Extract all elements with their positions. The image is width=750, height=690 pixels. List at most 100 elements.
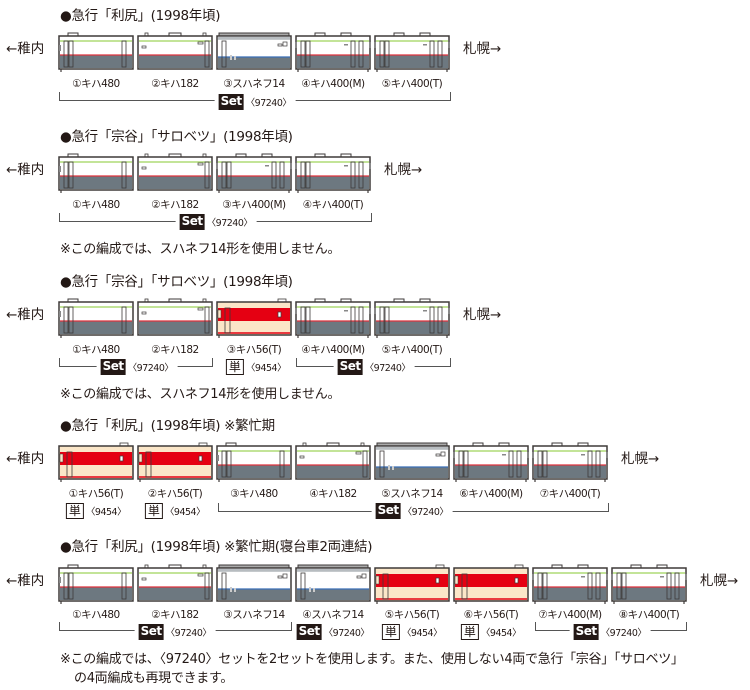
car-kiha400 xyxy=(295,32,371,72)
car-label: ⑥キハ56(T) xyxy=(463,609,519,621)
kiha400-icon xyxy=(374,298,450,338)
set-label: Set xyxy=(337,359,363,375)
car-kiha182 xyxy=(137,153,213,193)
direction-left: ←稚内 xyxy=(6,41,45,57)
car-label: ③キハ400(M) xyxy=(222,199,286,211)
car-label: ③スハネフ14 xyxy=(223,78,285,90)
car-label: ④キハ400(T) xyxy=(302,199,364,211)
kiha56-icon xyxy=(137,442,213,482)
car-kiha480 xyxy=(58,564,134,604)
set-badge: Set〈97240〉 xyxy=(96,359,178,375)
car-label: ①キハ480 xyxy=(72,78,120,90)
kiha400-icon xyxy=(453,442,529,482)
car-kiha400 xyxy=(374,32,450,72)
car-label: ③スハネフ14 xyxy=(223,609,285,621)
car-label: ⑤キハ56(T) xyxy=(384,609,440,621)
product-code: 〈97240〉 xyxy=(245,98,292,109)
note-line-2: の4両編成も再現できます。 xyxy=(74,671,234,686)
direction-right: 札幌→ xyxy=(463,307,502,323)
suhanef14-icon xyxy=(295,564,371,604)
car-label: ①キハ480 xyxy=(72,344,120,356)
car-kiha56 xyxy=(453,564,529,604)
car-label: ②キハ182 xyxy=(151,78,199,90)
kiha400-icon xyxy=(532,564,608,604)
kiha480-icon xyxy=(58,298,134,338)
kiha56-icon xyxy=(453,564,529,604)
car-kiha400 xyxy=(611,564,687,604)
product-code: 〈97240〉 xyxy=(206,218,253,229)
car-kiha182 xyxy=(137,564,213,604)
set-label: Set xyxy=(179,214,205,230)
car-kiha480 xyxy=(58,153,134,193)
suhanef14-icon xyxy=(216,32,292,72)
set-badge: Set〈97240〉 xyxy=(175,214,257,230)
car-kiha400 xyxy=(295,298,371,338)
kiha480-icon xyxy=(58,153,134,193)
car-kiha480 xyxy=(58,32,134,72)
car-kiha400 xyxy=(216,153,292,193)
kiha400-icon xyxy=(216,153,292,193)
car-kiha182 xyxy=(137,32,213,72)
section-title: ●急行「利尻」(1998年頃) ※繁忙期 xyxy=(60,418,275,434)
car-suhanef14 xyxy=(216,32,292,72)
set-label: Set xyxy=(218,94,244,110)
product-code: 〈97240〉 xyxy=(127,363,174,374)
kiha400-icon xyxy=(374,32,450,72)
car-label: ①キハ480 xyxy=(72,199,120,211)
car-label: ③キハ480 xyxy=(230,488,278,500)
car-label: ⑥キハ400(M) xyxy=(459,488,523,500)
set-badge: Set〈97240〉 xyxy=(333,359,415,375)
set-label: Set xyxy=(138,624,164,640)
single-label: 単 xyxy=(65,503,84,519)
set-badge: Set〈97240〉 xyxy=(569,624,651,640)
product-code: 〈9454〉 xyxy=(401,628,443,639)
product-code: 〈97240〉 xyxy=(402,507,449,518)
product-code: 〈97240〉 xyxy=(323,628,370,639)
kiha400-icon xyxy=(295,32,371,72)
suhanef14-icon xyxy=(374,442,450,482)
set-badge: Set〈97240〉 xyxy=(134,624,216,640)
direction-left: ←稚内 xyxy=(6,307,45,323)
car-label: ②キハ182 xyxy=(151,199,199,211)
section-title: ●急行「宗谷」「サロベツ」(1998年頃) xyxy=(60,274,293,290)
kiha400-icon xyxy=(611,564,687,604)
direction-left: ←稚内 xyxy=(6,162,45,178)
direction-right: 札幌→ xyxy=(463,41,502,57)
car-label: ③キハ56(T) xyxy=(226,344,282,356)
single-badge: 単〈9454〉 xyxy=(140,503,210,519)
single-badge: 単〈9454〉 xyxy=(377,624,447,640)
set-label: Set xyxy=(296,624,322,640)
car-kiha182 xyxy=(137,298,213,338)
car-kiha400 xyxy=(374,298,450,338)
set-badge: Set〈97240〉 xyxy=(214,94,296,110)
kiha182-icon xyxy=(137,298,213,338)
car-kiha400 xyxy=(295,153,371,193)
single-badge: 単〈9454〉 xyxy=(61,503,131,519)
car-kiha400 xyxy=(532,442,608,482)
car-kiha400 xyxy=(453,442,529,482)
car-suhanef14 xyxy=(216,564,292,604)
car-label: ④キハ400(M) xyxy=(301,344,365,356)
direction-right: 札幌→ xyxy=(621,451,660,467)
section-title: ●急行「宗谷」「サロベツ」(1998年頃) xyxy=(60,129,293,145)
direction-left: ←稚内 xyxy=(6,573,45,589)
car-label: ①キハ480 xyxy=(72,609,120,621)
direction-right: 札幌→ xyxy=(384,162,423,178)
set-label: Set xyxy=(573,624,599,640)
direction-left: ←稚内 xyxy=(6,451,45,467)
single-label: 単 xyxy=(381,624,400,640)
kiha182-icon xyxy=(295,442,371,482)
kiha480-icon xyxy=(216,442,292,482)
car-kiha480 xyxy=(216,442,292,482)
product-code: 〈97240〉 xyxy=(364,363,411,374)
single-label: 単 xyxy=(144,503,163,519)
car-label: ④キハ182 xyxy=(309,488,357,500)
kiha480-icon xyxy=(58,564,134,604)
car-label: ②キハ56(T) xyxy=(147,488,203,500)
car-kiha56 xyxy=(58,442,134,482)
kiha400-icon xyxy=(532,442,608,482)
car-kiha56 xyxy=(374,564,450,604)
note: ※この編成では、スハネフ14形を使用しません。 xyxy=(60,242,341,257)
set-label: Set xyxy=(375,503,401,519)
car-kiha56 xyxy=(137,442,213,482)
